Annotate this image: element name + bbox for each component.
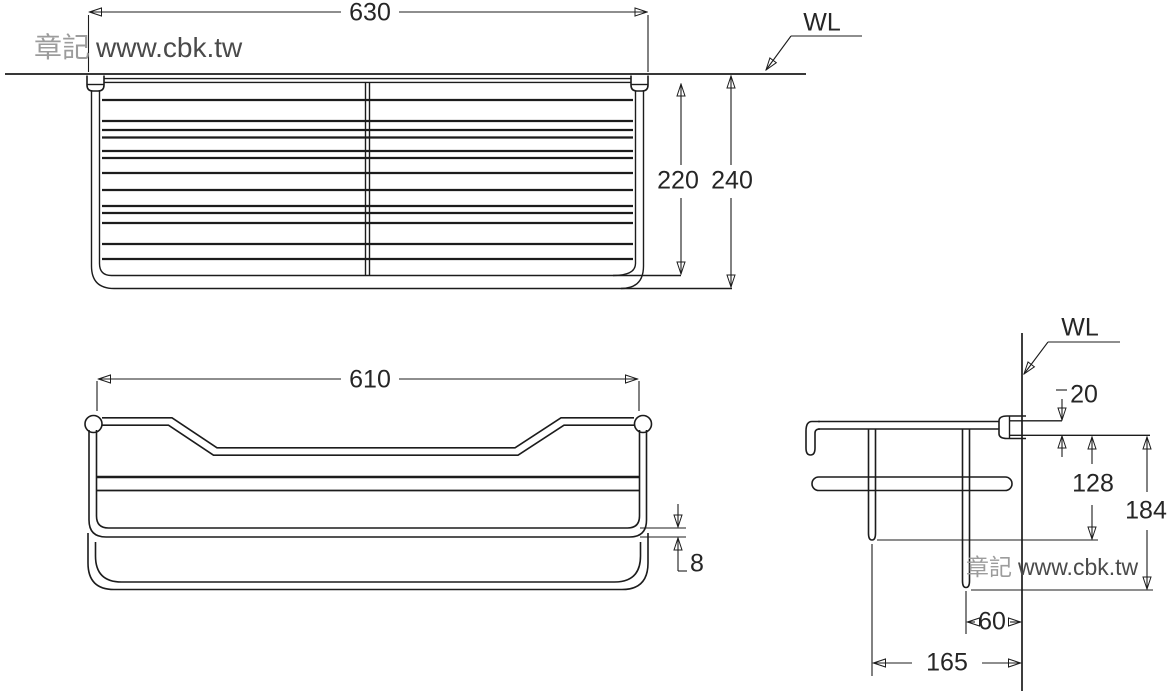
front-top-rail xyxy=(102,417,634,449)
top-view xyxy=(5,12,862,290)
frame-left-outer xyxy=(90,91,732,290)
basket-outer-frame xyxy=(88,430,648,538)
dim-mount-thickness: 20 xyxy=(1070,380,1098,409)
basket-inner-frame xyxy=(95,430,641,529)
dim-rear-post-offset: 60 xyxy=(978,607,1006,636)
dim-overall-width: 630 xyxy=(349,0,391,27)
watermark-site: www.cbk.tw xyxy=(1018,554,1139,580)
watermark-top-left: 章記 www.cbk.tw xyxy=(34,34,242,62)
hook-ring-right xyxy=(633,414,653,434)
side-hook xyxy=(805,420,821,456)
rear-post xyxy=(961,429,971,589)
dim-inner-width: 610 xyxy=(349,365,391,394)
dim-overall-drop: 184 xyxy=(1125,496,1167,525)
watermark-brand: 章記 xyxy=(34,32,91,63)
mount-ferrule xyxy=(998,415,1026,440)
dim-overall-height: 240 xyxy=(711,166,753,195)
mount-bracket-right xyxy=(630,75,649,92)
frame-right-outer xyxy=(620,91,645,290)
dim-wire-diameter: 8 xyxy=(690,549,704,578)
towel-bar-inner xyxy=(94,542,642,583)
front-post xyxy=(867,429,877,541)
dim-front-drop: 128 xyxy=(1072,469,1114,498)
towel-bar-outer xyxy=(87,533,649,591)
frame-left-inner xyxy=(98,91,681,277)
watermark-site: www.cbk.tw xyxy=(96,32,243,63)
shelf-wires xyxy=(102,98,633,261)
watermark-brand: 章記 xyxy=(966,554,1012,580)
wall-line-label-side: WL xyxy=(1061,313,1099,342)
frame-right-inner xyxy=(612,91,637,277)
hook-ring-left xyxy=(84,414,103,434)
dim-basket-height: 220 xyxy=(657,166,699,195)
mount-bracket-left xyxy=(86,75,105,92)
wall-line-label-top: WL xyxy=(803,8,841,37)
towel-bar-profile xyxy=(811,476,1013,492)
dim-front-post-offset: 165 xyxy=(926,648,968,677)
watermark-bottom-right: 章記 www.cbk.tw xyxy=(966,556,1138,579)
front-view xyxy=(84,379,687,591)
side-view xyxy=(805,333,1153,691)
